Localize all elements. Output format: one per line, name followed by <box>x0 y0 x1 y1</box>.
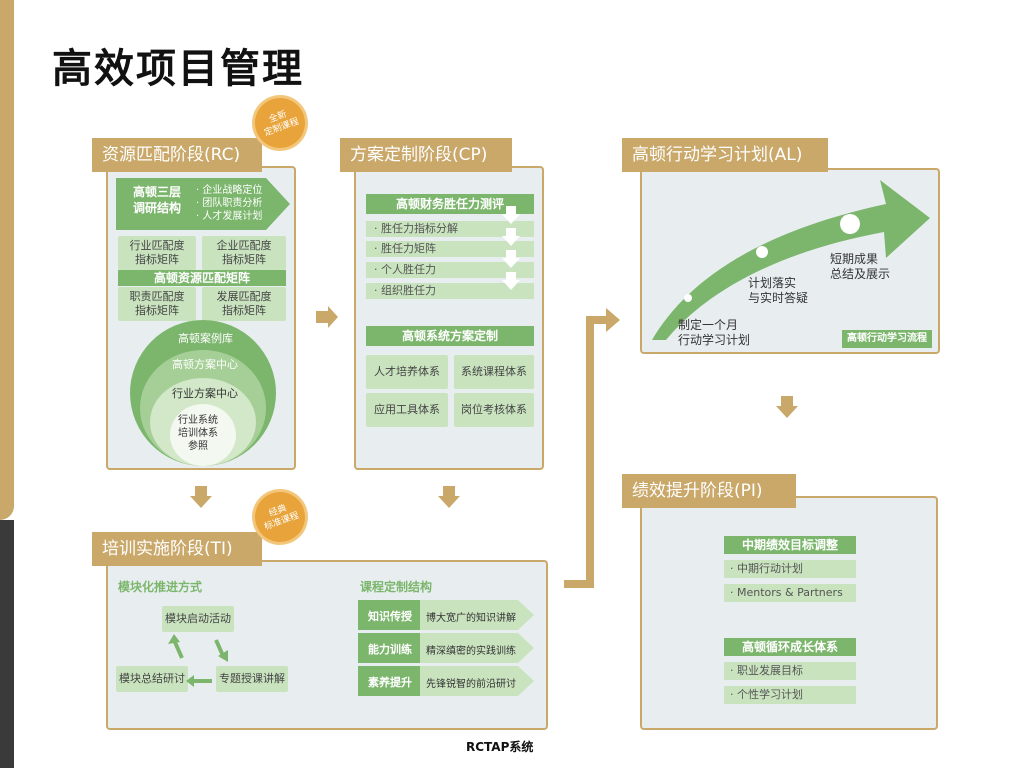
rc-matrix-cell: 职责匹配度 指标矩阵 <box>118 287 196 321</box>
ti-header: 培训实施阶段(TI) <box>92 532 262 566</box>
cp-header: 方案定制阶段(CP) <box>340 138 512 172</box>
ti-module-title: 模块化推进方式 <box>118 580 203 594</box>
cp-assess-item: · 组织胜任力 <box>366 283 534 299</box>
rc-survey-list: · 企业战略定位 · 团队职责分析 · 人才发展计划 <box>196 184 262 223</box>
rc-circle-label: 行业系统 培训体系 参照 <box>178 415 218 452</box>
ti-course-desc: 先锋锐智的前沿研讨 <box>426 679 516 690</box>
al-point-label: 制定一个月 行动学习计划 <box>678 318 751 347</box>
left-dark-edge <box>0 520 14 768</box>
ti-course-desc: 精深缜密的实践训练 <box>426 646 516 657</box>
cp-system-cell: 应用工具体系 <box>366 393 448 427</box>
al-flow-label: 高顿行动学习流程 <box>842 330 932 348</box>
al-point-label: 短期成果 总结及展示 <box>830 252 891 281</box>
cp-assess-item: · 胜任力矩阵 <box>366 241 534 257</box>
rc-circle-label: 行业方案中心 <box>172 387 238 400</box>
pi-header: 绩效提升阶段(PI) <box>622 474 796 508</box>
rc-circle-label: 高顿方案中心 <box>172 358 238 371</box>
arrow-down-icon <box>190 486 212 508</box>
al-point-label: 计划落实 与实时答疑 <box>748 276 809 305</box>
ti-course-label: 知识传授 <box>368 610 412 623</box>
ti-module-node: 模块总结研讨 <box>116 666 188 692</box>
ti-cycle-arrows <box>168 634 228 687</box>
rc-matrix-cell: 发展匹配度 指标矩阵 <box>202 287 286 321</box>
cp-system-cell: 岗位考核体系 <box>454 393 534 427</box>
pi-cycle-item: · 职业发展目标 <box>724 662 856 680</box>
pi-cycle-item: · 个性学习计划 <box>724 686 856 704</box>
cp-assess-title: 高顿财务胜任力测评 <box>366 194 534 214</box>
rc-header: 资源匹配阶段(RC) <box>92 138 262 172</box>
footer-label: RCTAP系统 <box>466 740 534 754</box>
cp-system-cell: 系统课程体系 <box>454 355 534 389</box>
connector-arrow <box>564 308 620 588</box>
ti-course-label: 能力训练 <box>368 643 412 656</box>
ti-module-node: 专题授课讲解 <box>216 666 288 692</box>
rc-survey-item: · 企业战略定位 <box>196 185 263 196</box>
rc-survey-item: · 人才发展计划 <box>196 211 263 222</box>
rc-matrix-title: 高顿资源匹配矩阵 <box>118 270 286 286</box>
rc-matrix-cell: 行业匹配度 指标矩阵 <box>118 236 196 270</box>
rc-circle-inner <box>170 404 236 466</box>
left-gold-edge <box>0 0 14 520</box>
cp-system-cell: 人才培养体系 <box>366 355 448 389</box>
ti-course-desc: 博大宽广的知识讲解 <box>426 613 516 624</box>
rc-survey-title: 高顿三层 调研结构 <box>132 185 181 215</box>
cp-assess-item: · 个人胜任力 <box>366 262 534 278</box>
arrow-down-icon <box>438 486 460 508</box>
pi-mid-item: · 中期行动计划 <box>724 560 856 578</box>
al-growth-arrow <box>652 180 930 340</box>
al-header: 高顿行动学习计划(AL) <box>622 138 828 172</box>
rc-survey-item: · 团队职责分析 <box>196 198 263 209</box>
cp-system-title: 高顿系统方案定制 <box>366 326 534 346</box>
pi-cycle-title: 高顿循环成长体系 <box>724 638 856 656</box>
rc-circle-label: 高顿案例库 <box>178 332 233 345</box>
cp-assess-item: · 胜任力指标分解 <box>366 221 534 237</box>
rc-survey-arrow <box>116 178 290 230</box>
ti-course-title: 课程定制结构 <box>360 580 433 594</box>
arrow-right-icon <box>316 306 338 328</box>
ti-course-arrows <box>358 600 534 696</box>
rc-matrix-cell: 企业匹配度 指标矩阵 <box>202 236 286 270</box>
page-title: 高效项目管理 <box>52 46 304 92</box>
arrow-down-icon <box>776 396 798 418</box>
pi-mid-item: · Mentors & Partners <box>724 584 856 602</box>
cp-assess-down-arrows <box>502 206 520 290</box>
ti-module-node: 模块启动活动 <box>162 606 234 632</box>
ti-course-label: 素养提升 <box>368 676 412 689</box>
pi-mid-title: 中期绩效目标调整 <box>724 536 856 554</box>
